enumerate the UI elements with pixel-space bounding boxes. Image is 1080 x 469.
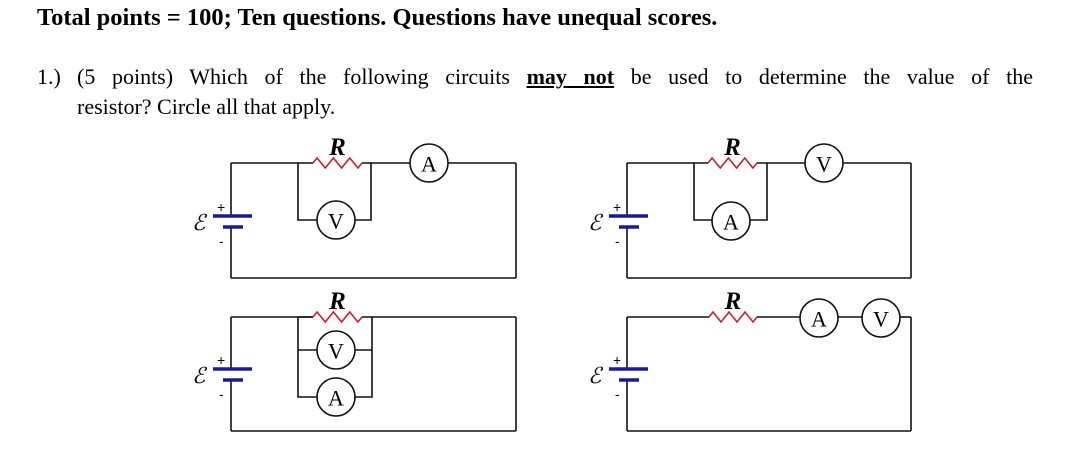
resistor (312, 310, 363, 324)
minus-sign: - (615, 233, 620, 249)
resistor-label: R (328, 134, 346, 161)
resistor (707, 156, 758, 170)
ammeter-label: A (421, 152, 437, 177)
question-1: 1.) (5 points) Which of the following ci… (37, 62, 1033, 122)
ammeter-label: A (811, 307, 827, 332)
question-line-1: (5 points) Which of the following circui… (77, 62, 1033, 92)
voltmeter (861, 298, 901, 338)
resistor (708, 310, 758, 324)
ammeter (409, 143, 449, 183)
voltmeter (316, 330, 356, 370)
question-text-after: be used to determine the value of the (630, 64, 1034, 89)
circuit-1: + -ℰ R V A (192, 134, 517, 279)
wire (297, 316, 317, 398)
emf-label: ℰ (192, 364, 208, 389)
question-line-2: resistor? Circle all that apply. (77, 94, 336, 119)
voltmeter (804, 143, 844, 183)
voltmeter-label: V (328, 339, 344, 364)
emf-label: ℰ (588, 364, 604, 389)
resistor-label: R (328, 288, 346, 315)
page-title: Total points = 100; Ten questions. Quest… (37, 4, 718, 31)
voltmeter-label: V (816, 152, 832, 177)
resistor (312, 156, 363, 170)
minus-sign: - (219, 233, 224, 249)
ammeter (316, 377, 356, 417)
plus-sign: + (613, 199, 621, 215)
circuit-4: + -ℰ R A V (588, 288, 912, 432)
question-number: 1.) (37, 64, 61, 89)
wire (355, 316, 373, 398)
ammeter-label: A (328, 386, 344, 411)
voltmeter (316, 200, 356, 240)
voltmeter-label: V (328, 209, 344, 234)
wire (750, 162, 768, 221)
question-text-before: (5 points) Which of the following circui… (77, 64, 510, 89)
circuit-2: + -ℰ R A V (588, 134, 912, 279)
ammeter (799, 298, 839, 338)
voltmeter-label: V (873, 307, 889, 332)
ammeter-label: A (723, 210, 739, 235)
resistor-label: R (723, 134, 741, 161)
question-emphasis: may not (526, 64, 615, 89)
plus-sign: + (613, 352, 621, 368)
emf-label: ℰ (192, 211, 208, 236)
plus-sign: + (217, 352, 225, 368)
wire (355, 162, 372, 221)
resistor-label: R (724, 288, 742, 315)
wire (297, 162, 317, 221)
plus-sign: + (217, 199, 225, 215)
minus-sign: - (615, 386, 620, 402)
minus-sign: - (219, 386, 224, 402)
circuit-3: + -ℰ RVA (192, 288, 517, 432)
emf-label: ℰ (588, 211, 604, 236)
ammeter (711, 201, 751, 241)
wire (693, 162, 712, 221)
